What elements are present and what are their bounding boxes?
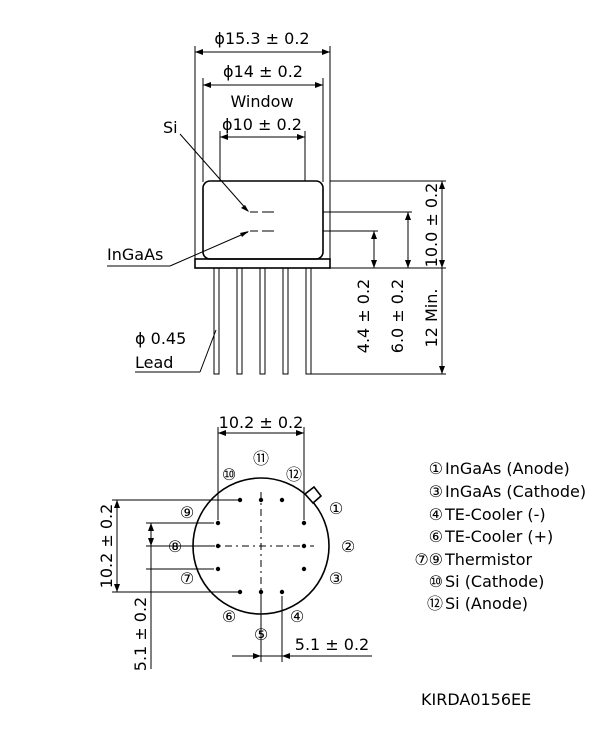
- side-view: ϕ15.3 ± 0.2 ϕ14 ± 0.2 Window ϕ10 ± 0.2: [107, 29, 446, 375]
- index-tab: [303, 485, 323, 505]
- pin-label-11: ⑪: [253, 449, 269, 468]
- pin-label-1: ①: [329, 499, 343, 518]
- ingaas-leader: [169, 231, 249, 267]
- window-diameter-label: ϕ10 ± 0.2: [222, 115, 302, 134]
- pin-labels: ① ② ③ ④ ⑤ ⑥ ⑦ ⑧ ⑨ ⑩ ⑪ ⑫: [168, 449, 355, 644]
- lead-label: Lead: [135, 353, 173, 372]
- legend-num-3: ③: [429, 482, 443, 501]
- half-y-label: 5.1 ± 0.2: [131, 597, 150, 671]
- cap-diameter-label: ϕ14 ± 0.2: [223, 62, 303, 81]
- lead-length-label: 12 Min.: [422, 289, 441, 348]
- header-flange: [194, 258, 331, 269]
- lead-leader: [199, 329, 217, 373]
- leads: [213, 267, 312, 375]
- window-diameter-dimension: ϕ10 ± 0.2: [219, 115, 306, 181]
- legend-num-6: ⑥: [429, 527, 443, 546]
- si-label: Si: [163, 118, 178, 137]
- pin-label-7: ⑦: [180, 569, 194, 588]
- si-leader: [179, 133, 249, 212]
- cap-body: [202, 180, 324, 260]
- si-height-dimension: 6.0 ± 0.2: [388, 212, 411, 353]
- window-label: Window: [230, 92, 293, 111]
- legend-num-10: ⑩: [429, 572, 443, 591]
- half-x-label: 5.1 ± 0.2: [295, 635, 369, 654]
- outer-diameter-dimension: ϕ15.3 ± 0.2: [194, 29, 331, 262]
- cap-height-dimension: 10.0 ± 0.2: [422, 181, 445, 268]
- legend-text-7-9: Thermistor: [444, 550, 532, 569]
- bottom-view: 10.2 ± 0.2 ① ② ③ ④ ⑤: [97, 413, 372, 671]
- pin-span-y-dimension: 10.2 ± 0.2: [97, 500, 120, 592]
- legend-num-7-9: ⑦⑨: [414, 550, 443, 569]
- half-x-dimension: 5.1 ± 0.2: [232, 596, 372, 662]
- legend-text-3: InGaAs (Cathode): [445, 482, 586, 501]
- drawing-id: KIRDA0156EE: [421, 690, 531, 709]
- pin-label-9: ⑨: [180, 503, 194, 522]
- cap-diameter-dimension: ϕ14 ± 0.2: [202, 62, 324, 182]
- legend-num-1: ①: [429, 459, 443, 478]
- pin-span-x-label: 10.2 ± 0.2: [219, 413, 304, 432]
- legend-text-10: Si (Cathode): [445, 572, 544, 591]
- ingaas-height-dimension: 4.4 ± 0.2: [354, 231, 377, 353]
- ingaas-height-label: 4.4 ± 0.2: [354, 279, 373, 353]
- pin-label-2: ②: [341, 537, 355, 556]
- pin-label-4: ④: [290, 607, 304, 626]
- pin-holes: [215, 497, 307, 595]
- pin-label-10: ⑩: [222, 465, 236, 484]
- legend-text-6: TE-Cooler (+): [444, 527, 553, 546]
- pin-legend: ① InGaAs (Anode) ③ InGaAs (Cathode) ④ TE…: [414, 459, 586, 613]
- half-y-dimension: 5.1 ± 0.2: [131, 523, 154, 671]
- legend-text-4: TE-Cooler (-): [444, 505, 546, 524]
- ingaas-label: InGaAs: [107, 245, 163, 264]
- pin-span-y-label: 10.2 ± 0.2: [97, 504, 116, 589]
- legend-text-12: Si (Anode): [445, 594, 528, 613]
- si-height-label: 6.0 ± 0.2: [388, 279, 407, 353]
- legend-text-1: InGaAs (Anode): [445, 459, 570, 478]
- lead-length-dimension: 12 Min.: [422, 268, 445, 374]
- cap-height-label: 10.0 ± 0.2: [422, 183, 441, 268]
- lead-diameter-label: ϕ 0.45: [135, 329, 186, 348]
- outer-diameter-label: ϕ15.3 ± 0.2: [214, 29, 309, 48]
- pin-label-3: ③: [329, 569, 343, 588]
- pin-label-6: ⑥: [222, 607, 236, 626]
- pin-label-12: ⑫: [286, 465, 302, 484]
- legend-num-4: ④: [429, 505, 443, 524]
- legend-num-12: ⑫: [427, 594, 443, 613]
- pin-span-x-dimension: 10.2 ± 0.2: [217, 413, 305, 520]
